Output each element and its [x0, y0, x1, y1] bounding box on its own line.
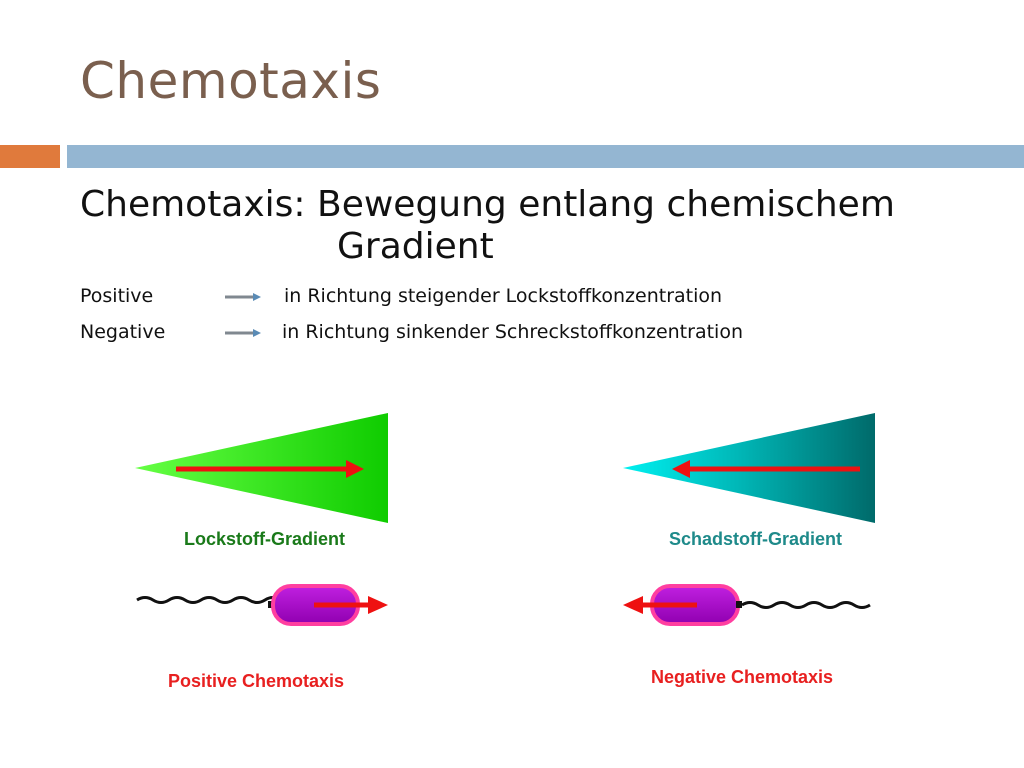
- heading-line-1: Chemotaxis: Bewegung entlang chemischem: [80, 184, 895, 225]
- lockstoff-gradient-caption: Lockstoff-Gradient: [184, 529, 346, 549]
- bacterium-negative: [623, 584, 871, 626]
- right-arrow-icon: [225, 293, 261, 301]
- red-left-arrow-icon: [672, 460, 860, 478]
- heading: Chemotaxis: Bewegung entlang chemischem …: [80, 184, 895, 268]
- positive-chemotaxis-caption: Positive Chemotaxis: [168, 671, 345, 691]
- red-right-arrow-icon: [176, 460, 364, 478]
- accent-bar-blue: [67, 145, 1024, 168]
- definition-description: in Richtung sinkender Schreckstoffkonzen…: [282, 321, 743, 343]
- accent-bar-orange: [0, 145, 60, 168]
- definition-label: Negative: [80, 321, 166, 343]
- definition-label: Positive: [80, 285, 154, 307]
- definition-description: in Richtung steigender Lockstoffkonzentr…: [284, 285, 723, 307]
- negative-chemotaxis-caption: Negative Chemotaxis: [651, 667, 834, 687]
- right-arrow-icon: [225, 329, 261, 337]
- bacterium-positive: [136, 584, 388, 626]
- slide-title: Chemotaxis: [80, 52, 382, 110]
- schadstoff-gradient-caption: Schadstoff-Gradient: [669, 529, 843, 549]
- heading-line-2: Gradient: [337, 226, 494, 267]
